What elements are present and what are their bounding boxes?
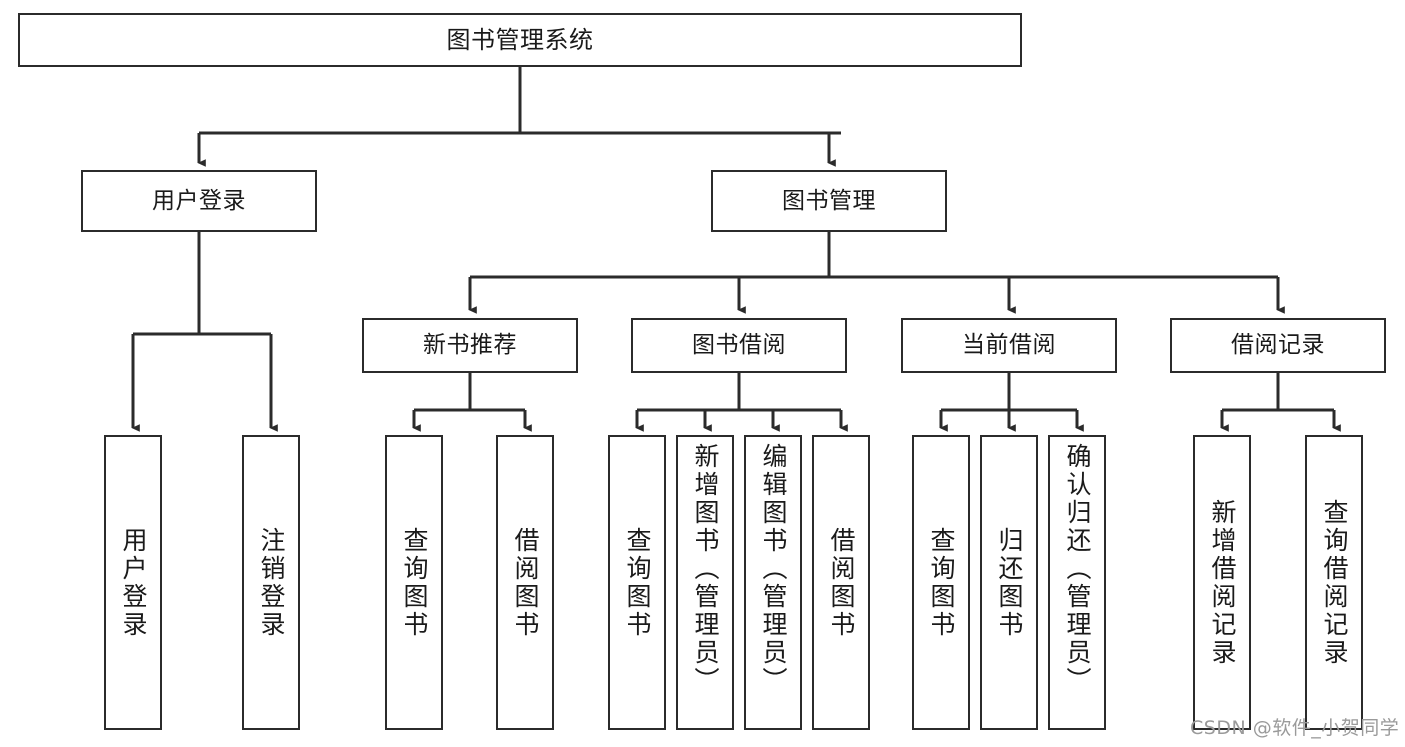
- node-label: 借阅图书: [827, 526, 856, 639]
- node-label: 新增借阅记录: [1208, 498, 1237, 667]
- node-label: 图书管理: [782, 187, 876, 214]
- node-label: 归还图书: [995, 526, 1024, 639]
- node-book-borrow[interactable]: 图书借阅: [631, 318, 847, 373]
- node-label: 查询图书: [623, 526, 652, 639]
- node-label: 编辑图书（管理员）: [759, 443, 788, 695]
- leaf-current-return-book[interactable]: 归还图书: [980, 435, 1038, 730]
- node-user-login[interactable]: 用户登录: [81, 170, 317, 232]
- leaf-user-login-login[interactable]: 用户登录: [104, 435, 162, 730]
- leaf-borrow-edit-book[interactable]: 编辑图书（管理员）: [744, 435, 802, 730]
- node-label: 借阅图书: [511, 526, 540, 639]
- node-label: 查询图书: [400, 526, 429, 639]
- node-label: 用户登录: [152, 187, 246, 214]
- leaf-borrow-borrow-book[interactable]: 借阅图书: [812, 435, 870, 730]
- node-root-system[interactable]: 图书管理系统: [18, 13, 1022, 67]
- leaf-borrow-query-book[interactable]: 查询图书: [608, 435, 666, 730]
- leaf-record-add[interactable]: 新增借阅记录: [1193, 435, 1251, 730]
- node-borrow-record[interactable]: 借阅记录: [1170, 318, 1386, 373]
- node-new-book-recommend[interactable]: 新书推荐: [362, 318, 578, 373]
- node-current-borrow[interactable]: 当前借阅: [901, 318, 1117, 373]
- leaf-borrow-add-book[interactable]: 新增图书（管理员）: [676, 435, 734, 730]
- node-label: 新增图书（管理员）: [691, 443, 720, 695]
- node-label: 查询借阅记录: [1320, 498, 1349, 667]
- leaf-record-query[interactable]: 查询借阅记录: [1305, 435, 1363, 730]
- node-label: 当前借阅: [962, 332, 1056, 359]
- node-book-management[interactable]: 图书管理: [711, 170, 947, 232]
- node-label: 借阅记录: [1231, 332, 1325, 359]
- leaf-new-book-borrow[interactable]: 借阅图书: [496, 435, 554, 730]
- node-label: 新书推荐: [423, 332, 517, 359]
- node-label: 确认归还（管理员）: [1063, 443, 1092, 695]
- node-label: 查询图书: [927, 526, 956, 639]
- leaf-user-login-logout[interactable]: 注销登录: [242, 435, 300, 730]
- node-label: 图书借阅: [692, 332, 786, 359]
- node-label: 注销登录: [257, 526, 286, 639]
- node-label: 图书管理系统: [446, 26, 594, 54]
- leaf-current-confirm-return[interactable]: 确认归还（管理员）: [1048, 435, 1106, 730]
- leaf-current-query-book[interactable]: 查询图书: [912, 435, 970, 730]
- node-label: 用户登录: [119, 526, 148, 639]
- leaf-new-book-query[interactable]: 查询图书: [385, 435, 443, 730]
